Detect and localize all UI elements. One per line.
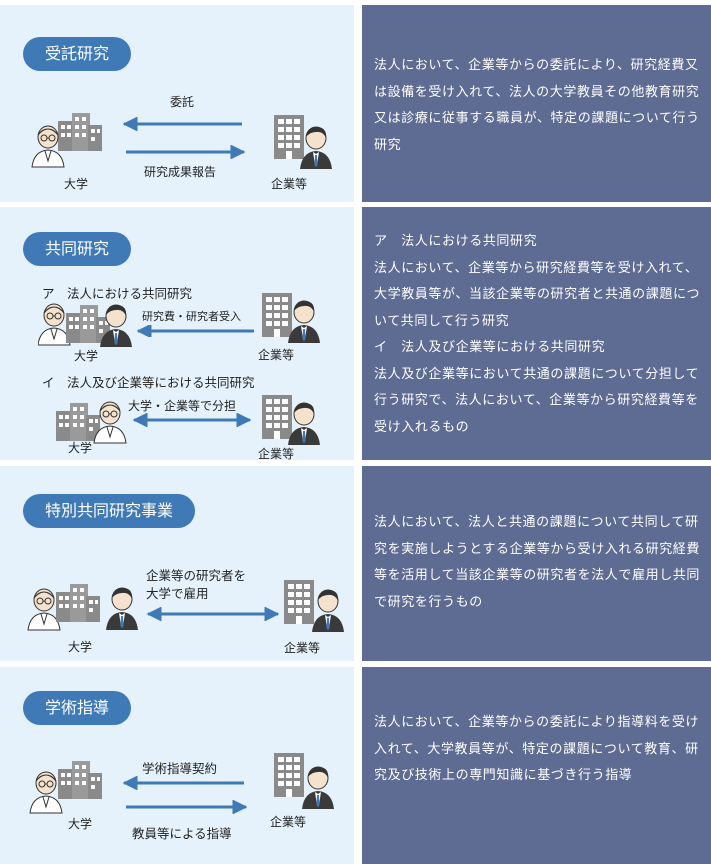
company-figure bbox=[284, 580, 345, 633]
university-label: 大学 bbox=[68, 640, 93, 654]
desc-line-b-body: 法人及び企業等において共通の課題について分担して行う研究で、法人において、企業等… bbox=[374, 366, 700, 435]
businessman-icon bbox=[105, 587, 139, 631]
diagram-panel: 学術指導 大学 学術指導契約 教員等による指導 企業等 bbox=[0, 667, 354, 864]
university-label: 大学 bbox=[64, 177, 89, 191]
description-panel: 法人において、企業等からの委託により指導料を受け入れて、大学教員等が、特定の課題… bbox=[362, 667, 711, 864]
subsection-a-title: ア 法人における共同研究 bbox=[42, 286, 193, 301]
arrow-label: 大学・企業等で分担 bbox=[128, 399, 237, 413]
arrow-label-line1: 企業等の研究者を bbox=[146, 568, 247, 583]
diagram-panel: 受託研究 大学 委託 研究成果報告 企業等 bbox=[0, 5, 354, 202]
company-figure bbox=[262, 293, 321, 344]
arrow-right-icon bbox=[126, 145, 246, 159]
businessman-icon bbox=[287, 402, 321, 446]
company-label: 企業等 bbox=[271, 177, 308, 191]
company-label: 企業等 bbox=[270, 815, 307, 829]
arrow-left-icon bbox=[122, 776, 244, 790]
university-label: 大学 bbox=[68, 817, 93, 831]
company-label: 企業等 bbox=[258, 447, 295, 461]
desc-line-a-body: 法人において、企業等から研究経費等を受け入れて、大学教員等が、当該企業等の研究者… bbox=[374, 260, 701, 329]
university-figure bbox=[27, 584, 139, 631]
arrow-left-icon bbox=[122, 117, 242, 131]
desc-line-b-heading: イ 法人及び企業等における共同研究 bbox=[374, 340, 606, 355]
section-title: 特別共同研究事業 bbox=[23, 494, 196, 528]
businessman-icon bbox=[299, 126, 333, 170]
section-title: 共同研究 bbox=[23, 232, 132, 266]
arrow-both-icon bbox=[132, 413, 252, 427]
company-label: 企業等 bbox=[284, 641, 321, 655]
arrow-label: 研究費・研究者受入 bbox=[142, 310, 241, 323]
building-icon bbox=[284, 580, 314, 624]
arrow-top-label: 委託 bbox=[170, 95, 195, 109]
company-figure bbox=[274, 115, 333, 170]
arrow-bottom-label: 教員等による指導 bbox=[132, 826, 232, 841]
university-label: 大学 bbox=[68, 441, 93, 455]
professor-icon bbox=[29, 771, 63, 814]
arrow-right-icon bbox=[126, 800, 248, 814]
description-panel: 法人において、企業等からの委託により、研究経費又は設備を受け入れて、法人の大学教… bbox=[362, 5, 711, 202]
arrow-bottom-label: 研究成果報告 bbox=[144, 165, 217, 179]
row-special-joint-research: 特別共同研究事業 大学 企業等の研究者を 大学で雇用 企業等 法人において、法人… bbox=[0, 466, 711, 661]
arrow-top-label: 学術指導契約 bbox=[142, 761, 218, 776]
businessman-icon bbox=[287, 300, 321, 344]
arrow-label-line2: 大学で雇用 bbox=[146, 586, 209, 601]
arrow-left-icon bbox=[136, 325, 254, 337]
description-text: 法人において、企業等からの委託により、研究経費又は設備を受け入れて、法人の大学教… bbox=[374, 58, 700, 153]
arrow-both-icon bbox=[146, 607, 280, 621]
row-academic-guidance: 学術指導 大学 学術指導契約 教員等による指導 企業等 法人において、企業等から… bbox=[0, 667, 711, 864]
diagram-panel: 特別共同研究事業 大学 企業等の研究者を 大学で雇用 企業等 bbox=[0, 466, 354, 661]
row-contract-research: 受託研究 大学 委託 研究成果報告 企業等 法人において、企業等からの委託により… bbox=[0, 5, 711, 202]
university-figure bbox=[38, 303, 133, 348]
company-figure bbox=[262, 395, 321, 446]
company-label: 企業等 bbox=[258, 348, 295, 362]
professor-icon bbox=[38, 303, 71, 346]
building-icon bbox=[262, 395, 292, 439]
businessman-icon bbox=[301, 766, 335, 810]
description-text: 法人において、法人と共通の課題について共同して研究を実施しようとする企業等から受… bbox=[374, 515, 701, 610]
university-label: 大学 bbox=[74, 349, 99, 363]
university-figure bbox=[31, 113, 102, 168]
desc-line-a-heading: ア 法人における共同研究 bbox=[374, 234, 538, 249]
building-icon bbox=[274, 115, 304, 159]
section-title: 学術指導 bbox=[23, 691, 132, 725]
description-panel: ア 法人における共同研究 法人において、企業等から研究経費等を受け入れて、大学教… bbox=[362, 207, 711, 460]
description-text: 法人において、企業等からの委託により指導料を受け入れて、大学教員等が、特定の課題… bbox=[374, 715, 700, 783]
building-icon bbox=[262, 293, 292, 337]
company-figure bbox=[274, 753, 335, 810]
university-figure bbox=[29, 761, 102, 814]
subsection-b-title: イ 法人及び企業等における共同研究 bbox=[42, 375, 255, 390]
row-joint-research: 共同研究 ア 法人における共同研究 大学 研究費・研究者受入 企業等 イ 法人及… bbox=[0, 207, 711, 461]
building-icon bbox=[274, 753, 304, 797]
section-title: 受託研究 bbox=[23, 37, 132, 71]
description-panel: 法人において、法人と共通の課題について共同して研究を実施しようとする企業等から受… bbox=[362, 466, 711, 661]
diagram-panel: 共同研究 ア 法人における共同研究 大学 研究費・研究者受入 企業等 イ 法人及… bbox=[0, 207, 354, 461]
businessman-icon bbox=[311, 589, 345, 633]
professor-icon bbox=[27, 588, 61, 631]
description-text: ア 法人における共同研究 法人において、企業等から研究経費等を受け入れて、大学教… bbox=[374, 229, 702, 441]
